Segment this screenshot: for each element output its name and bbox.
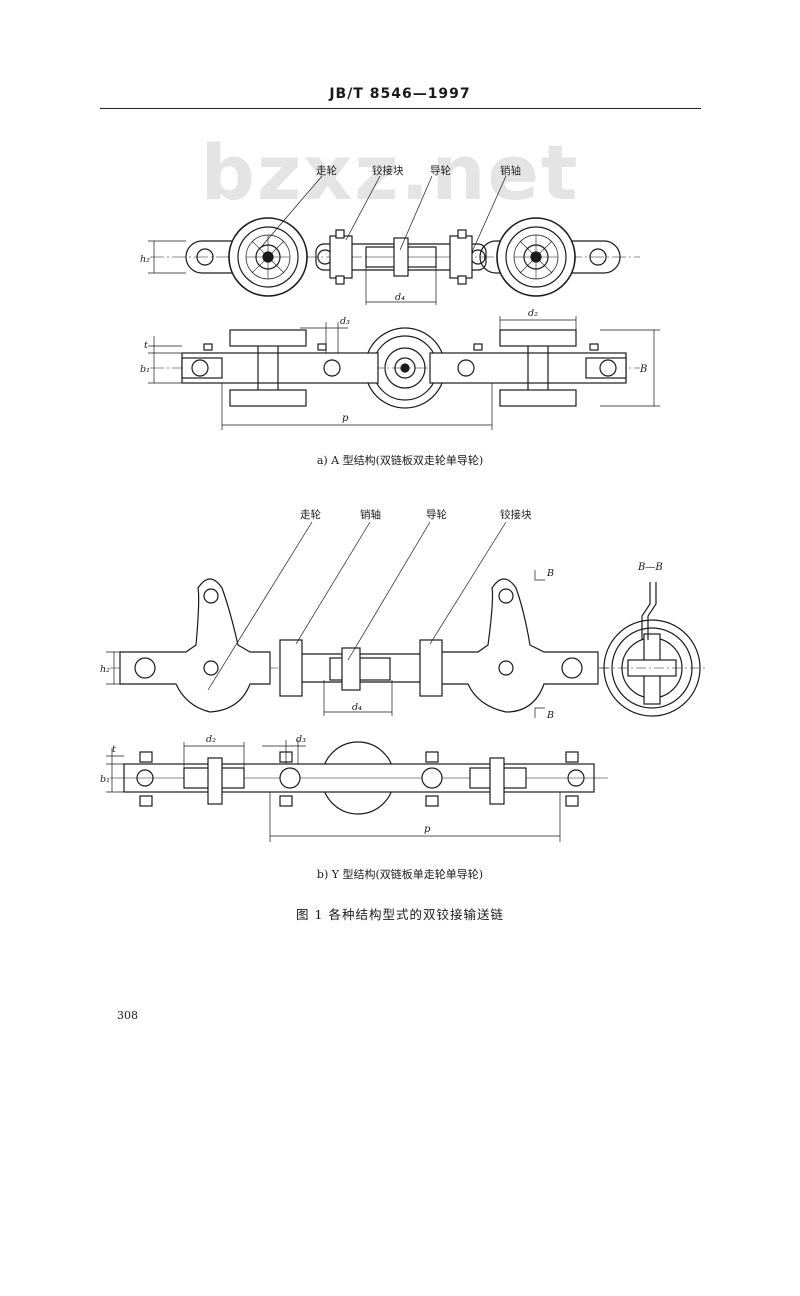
- callout-a-roller: 走轮: [316, 164, 337, 177]
- figure-a-plan-view: [148, 316, 660, 430]
- watermark: bzxz.net: [200, 128, 580, 217]
- dim-a-d3: d₃: [340, 316, 350, 327]
- dim-a-b1: b₁: [140, 364, 150, 375]
- callout-b-hinge-block: 铰接块: [500, 508, 532, 521]
- figure-b-side-view: [106, 521, 610, 718]
- dim-a-t: t: [144, 340, 148, 351]
- section-b-b: [600, 582, 706, 717]
- dim-a-p: p: [342, 413, 349, 424]
- page-number: 308: [117, 1009, 138, 1022]
- dim-a-d2: d₂: [528, 308, 538, 319]
- figure-title: 图 1 各种结构型式的双铰接输送链: [296, 907, 504, 922]
- dim-a-d4: d₄: [395, 292, 405, 303]
- callout-b-pin: 销轴: [360, 508, 381, 521]
- figure-a-caption: a) A 型结构(双链板双走轮单导轮): [316, 454, 484, 467]
- figure-b-caption: b) Y 型结构(双链板单走轮单导轮): [316, 868, 484, 881]
- dim-b-d2: d₂: [206, 734, 216, 745]
- callout-b-guide-wheel: 导轮: [426, 508, 447, 521]
- dim-a-B: B: [639, 364, 647, 375]
- callout-b-roller: 走轮: [300, 508, 321, 521]
- dim-b-t: t: [112, 744, 116, 755]
- header-rule: [100, 108, 701, 109]
- dim-b-b1: b₁: [100, 774, 110, 785]
- dim-b-d4: d₄: [352, 702, 362, 713]
- section-mark-top: B: [546, 568, 554, 579]
- callout-a-hinge-block: 铰接块: [372, 164, 404, 177]
- figure-b-plan-view: [106, 740, 610, 842]
- dim-b-h2: h₂: [100, 664, 110, 675]
- dim-b-d3: d₃: [296, 734, 306, 745]
- section-mark-bottom: B: [546, 710, 554, 721]
- section-title: B—B: [637, 562, 663, 573]
- callout-a-pin: 销轴: [500, 164, 521, 177]
- dim-b-p: p: [424, 824, 431, 835]
- callout-a-guide-wheel: 导轮: [430, 164, 451, 177]
- dim-a-h2: h₂: [140, 254, 150, 265]
- standard-code: JB/T 8546—1997: [329, 86, 471, 102]
- figure-a-side-view: [148, 175, 640, 305]
